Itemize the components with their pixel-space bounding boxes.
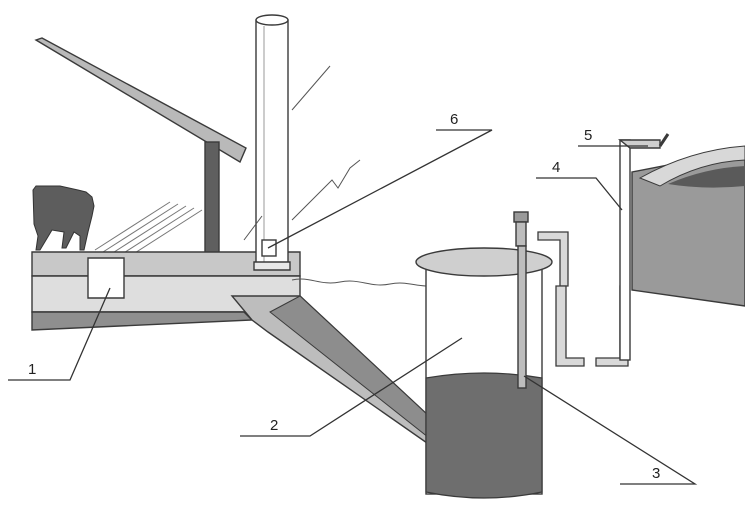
leader-1: [8, 287, 111, 381]
gas-pipe: [537, 231, 629, 367]
callout-label-6: 6: [450, 111, 458, 128]
leader-2: [240, 337, 463, 437]
callout-label-5: 5: [584, 127, 592, 144]
vertical-pipe: [253, 14, 291, 271]
digester-tank: [415, 247, 553, 499]
internal-pipe: [517, 245, 527, 389]
callout-label-2: 2: [270, 417, 278, 434]
shed-roof: [34, 37, 247, 164]
inlet-opening: [87, 257, 125, 299]
leader-6: [267, 129, 493, 249]
leader-4: [536, 177, 623, 211]
holder-pipe: [618, 133, 670, 361]
gas-valve: [513, 211, 529, 247]
gas-holder: [631, 145, 745, 307]
callout-leaders: [8, 129, 698, 485]
cow-figure: [32, 185, 95, 251]
callout-label-1: 1: [28, 361, 36, 378]
hatching-lines: [94, 201, 203, 259]
callout-label-4: 4: [552, 159, 560, 176]
callout-label-3: 3: [652, 465, 660, 482]
leader-3: [523, 375, 698, 485]
